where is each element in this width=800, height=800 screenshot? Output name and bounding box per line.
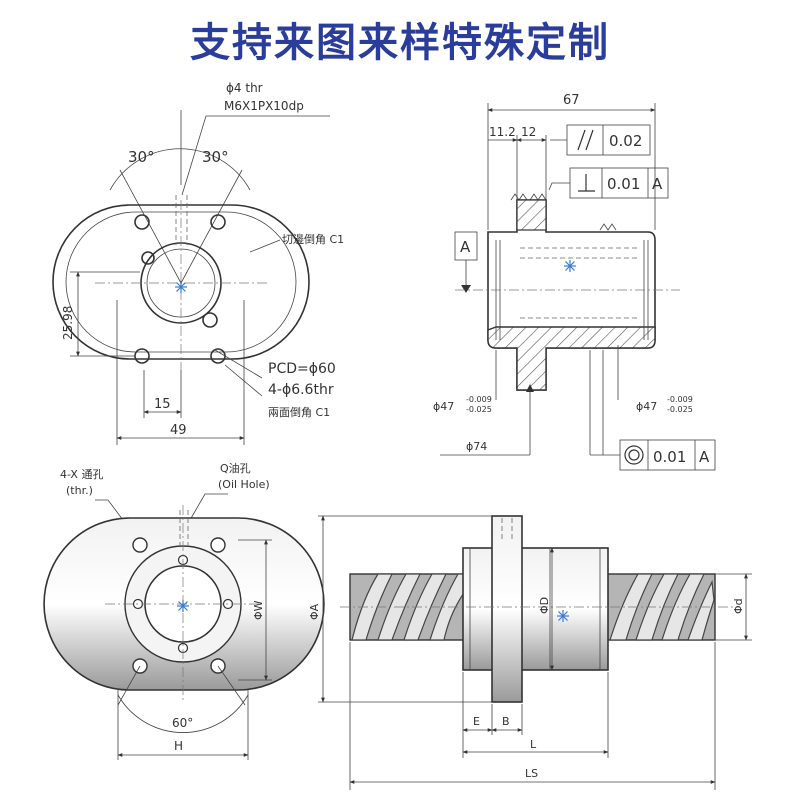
flange-outline	[52, 204, 310, 360]
bolt-hole-tr	[210, 214, 226, 230]
dia-74-label: ϕ74	[466, 440, 487, 453]
angle-left-label: 30°	[128, 148, 155, 166]
dia-right-upper: -0.009	[667, 395, 693, 404]
dia-d-label: ΦD	[538, 597, 551, 614]
chamfer-note: 切邊倒角 C1	[282, 232, 344, 246]
hole-note-2: M6X1PX10dp	[224, 99, 304, 113]
perp-tol-value: 0.01	[607, 175, 640, 193]
conc-tol-value: 0.01	[653, 448, 686, 466]
nut-flange	[491, 515, 523, 703]
pcd-label: PCD=ϕ60	[268, 361, 336, 377]
thr-hole-en-label: (thr.)	[66, 484, 93, 497]
dim-49-label: 49	[170, 423, 187, 438]
dia-left-upper: -0.009	[466, 395, 492, 404]
both-chamfer-label: 兩面倒角 C1	[268, 406, 330, 419]
dim-ls-label: LS	[525, 767, 538, 780]
flange-generic-view: 4-X 通孔 (thr.) Q油孔 (Oil Hole) ΦW 60°	[43, 461, 325, 760]
assembly-view: ΦA ΦD Φd E B L LS	[308, 515, 752, 790]
hole-note-1: ϕ4 thr	[226, 81, 263, 95]
nut-section-outline	[487, 199, 656, 391]
center-marker-icon	[563, 259, 577, 273]
dia-right-lower: -0.025	[667, 405, 693, 414]
dia-a-label: ΦA	[308, 603, 321, 620]
dim-total-label: 67	[563, 93, 580, 108]
dim-15-label: 15	[154, 397, 171, 412]
datum-a-label: A	[460, 238, 471, 256]
oil-hole-label: Q油孔	[220, 461, 251, 475]
center-marker-icon	[556, 609, 570, 623]
angle-60-label: 60°	[172, 716, 193, 730]
dim-height-label: 25.98	[61, 306, 75, 340]
dim-l-label: L	[530, 738, 537, 751]
conc-datum-label: A	[699, 448, 710, 466]
concentricity-icon	[624, 445, 644, 465]
thr-hole-label: 4-X 通孔	[60, 468, 103, 481]
dia-left-label: ϕ47	[433, 400, 454, 413]
dia-d-small-label: Φd	[732, 598, 745, 614]
nut-body	[462, 547, 609, 671]
bolt-hole-bl	[134, 348, 150, 364]
oil-hole-en-label: (Oil Hole)	[218, 478, 270, 491]
dim-112-label: 11.2	[489, 125, 516, 139]
dim-12-label: 12	[521, 125, 536, 139]
dia-left-lower: -0.025	[466, 405, 492, 414]
center-marker-icon	[174, 280, 188, 294]
dim-h-label: H	[174, 739, 183, 753]
perp-datum-label: A	[652, 175, 663, 193]
center-marker-icon	[176, 599, 190, 613]
dim-b-label: B	[502, 715, 510, 728]
conc-tol-frame	[619, 439, 716, 471]
bolt-hole-br	[210, 348, 226, 364]
bolt-holes-label: 4-ϕ6.6thr	[268, 382, 334, 398]
nut-section-view: 67 11.2 12 0.02 0.01 A A	[433, 93, 716, 471]
bolt-hole-tl	[134, 214, 150, 230]
flange-front-view: 30° 30° ϕ4 thr M6X1PX10dp 切邊倒角 C1 25	[52, 81, 344, 445]
parallel-tol-value: 0.02	[609, 132, 642, 150]
angle-right-label: 30°	[202, 148, 229, 166]
dia-right-label: ϕ47	[636, 400, 657, 413]
dia-w-label: ΦW	[252, 600, 265, 620]
dim-e-label: E	[473, 715, 480, 728]
banner-title: 支持来图来样特殊定制	[190, 20, 610, 66]
